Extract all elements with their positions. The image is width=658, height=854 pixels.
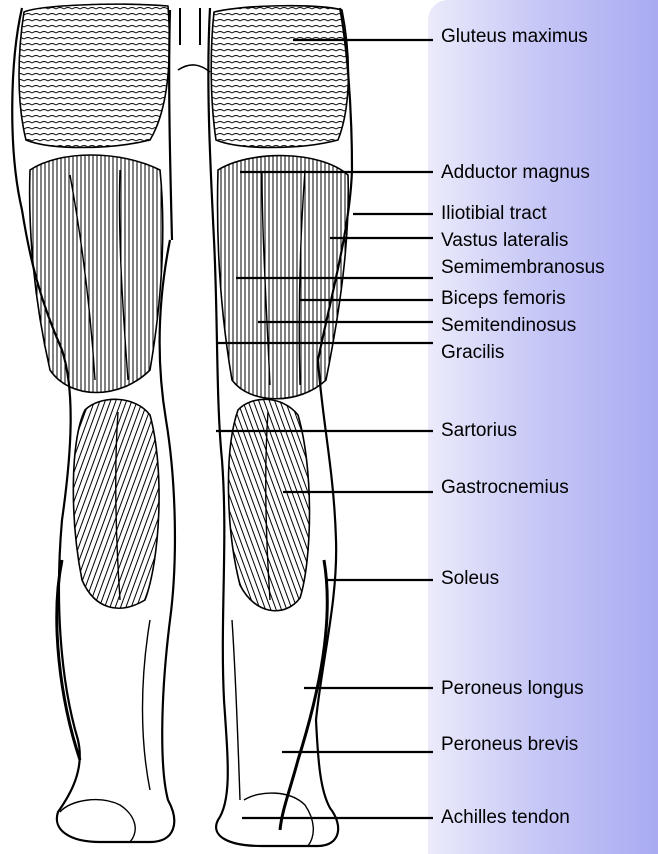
- label-gracilis: Gracilis: [441, 342, 504, 364]
- right-leg: [208, 6, 352, 846]
- label-peroneus-brevis: Peroneus brevis: [441, 734, 578, 756]
- label-iliotibial-tract: Iliotibial tract: [441, 203, 547, 225]
- label-sartorius: Sartorius: [441, 420, 517, 442]
- label-gastrocnemius: Gastrocnemius: [441, 477, 569, 499]
- label-peroneus-longus: Peroneus longus: [441, 678, 584, 700]
- label-soleus: Soleus: [441, 568, 499, 590]
- label-achilles-tendon: Achilles tendon: [441, 807, 570, 829]
- label-gluteus-maximus: Gluteus maximus: [441, 26, 588, 48]
- label-adductor-magnus: Adductor magnus: [441, 162, 590, 184]
- label-semimembranosus: Semimembranosus: [441, 257, 605, 279]
- label-vastus-lateralis: Vastus lateralis: [441, 230, 568, 252]
- label-semitendinosus: Semitendinosus: [441, 315, 576, 337]
- left-leg: [12, 4, 175, 842]
- label-biceps-femoris: Biceps femoris: [441, 288, 566, 310]
